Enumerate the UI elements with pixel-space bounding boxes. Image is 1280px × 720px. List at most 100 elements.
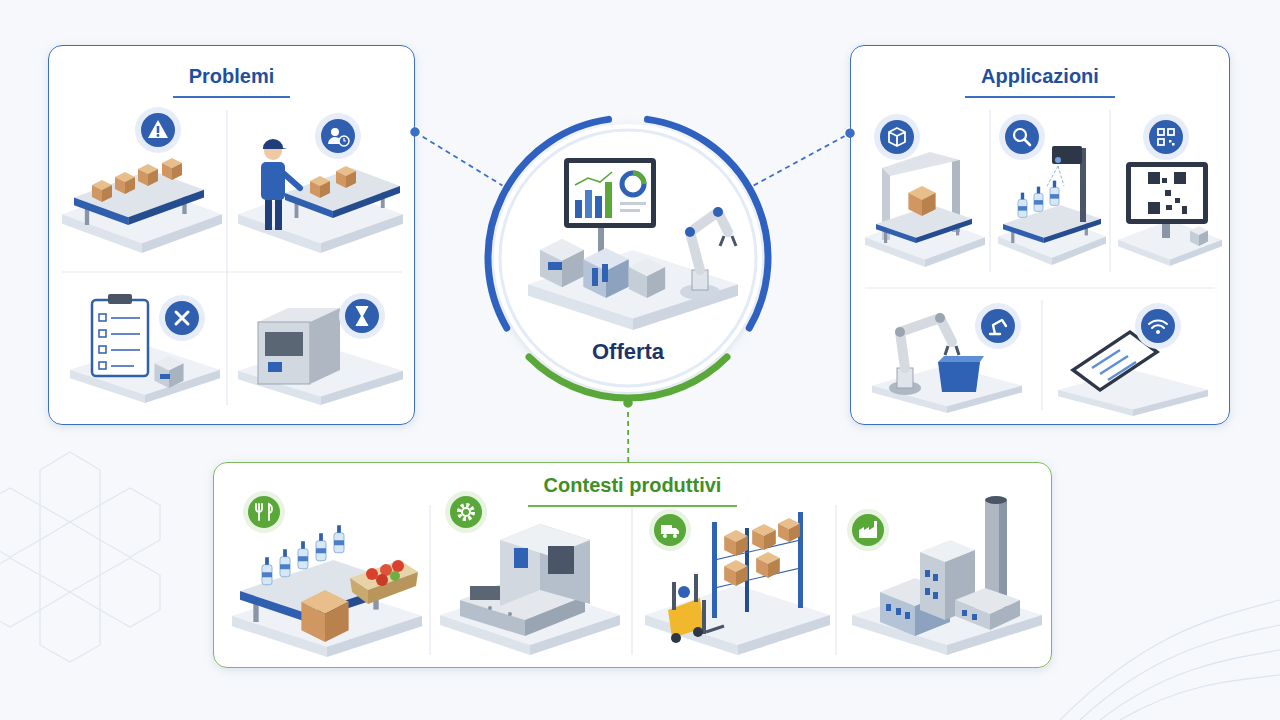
background-decor [1060, 600, 1280, 720]
offer-circle: Offerta [483, 113, 773, 403]
machining-context-illustration [450, 496, 482, 528]
application-code-reader-illustration [1126, 162, 1208, 224]
dashed-connector [627, 403, 629, 462]
problem-checklist-illustration [108, 294, 132, 304]
problem-checklist-illustration [159, 295, 205, 341]
food-context-illustration [334, 525, 344, 553]
cell-dividers [1041, 300, 1042, 410]
problem-checklist-illustration [99, 330, 106, 337]
problem-checklist-illustration [92, 300, 148, 376]
machining-context-illustration [525, 596, 585, 636]
panel-grounds [850, 45, 1230, 425]
industry-context-illustration [880, 592, 915, 636]
food-context-illustration [262, 557, 272, 585]
panel-title-row: Applicazioni [851, 64, 1229, 98]
application-code-reader-illustration [1158, 129, 1174, 145]
offer-illustration [595, 196, 602, 218]
application-mobile-illustration [1135, 303, 1181, 349]
application-vision-illustration [1052, 146, 1082, 164]
problem-machine-illustration [265, 332, 303, 356]
food-context-illustration [256, 504, 272, 520]
application-code-reader-illustration [1148, 202, 1160, 214]
application-code-reader-illustration [1190, 226, 1208, 246]
background-decor [1120, 675, 1280, 720]
problem-conveyor-illustration [157, 134, 160, 137]
application-vision-illustration [999, 114, 1045, 160]
food-context-illustration [366, 568, 378, 580]
machining-context-illustration [514, 548, 528, 568]
problem-conveyor-illustration [157, 126, 160, 133]
offer-illustration [585, 190, 592, 218]
cell-dividers [226, 110, 227, 405]
problem-checklist-illustration [111, 333, 140, 335]
problem-machine-illustration [310, 308, 340, 384]
problem-checklist-illustration [165, 301, 199, 335]
problem-worker-illustration [238, 113, 403, 253]
offer-illustration [540, 239, 584, 287]
industry-context-illustration [925, 570, 930, 577]
application-code-reader-illustration [1148, 172, 1187, 214]
application-code-reader-illustration [1148, 172, 1160, 184]
context-panel: Contesti produttivi [213, 462, 1052, 668]
machining-context-illustration [508, 612, 512, 616]
background-decor [100, 488, 160, 557]
offer-illustration [528, 158, 738, 330]
application-robot-illustration [981, 309, 1015, 343]
application-mobile-illustration [1135, 303, 1181, 349]
logistics-context-illustration [673, 534, 677, 538]
logistics-context-illustration [724, 530, 748, 556]
logistics-context-illustration [678, 586, 690, 598]
problem-worker-illustration [339, 136, 349, 146]
machining-context-illustration [470, 586, 500, 600]
problem-machine-illustration [258, 322, 310, 384]
industry-context-illustration [847, 509, 889, 551]
application-code-reader-illustration [1131, 167, 1203, 219]
application-code-reader-illustration [1149, 120, 1183, 154]
application-scanner-illustration [874, 114, 920, 160]
problem-checklist-illustration [154, 356, 183, 388]
industry-context-illustration [852, 514, 884, 546]
machining-context-illustration [488, 606, 492, 610]
food-context-illustration [243, 491, 285, 533]
logistics-context-illustration [663, 534, 667, 538]
logistics-context-illustration [693, 627, 703, 637]
application-mobile-illustration [1149, 320, 1167, 328]
problem-checklist-illustration [99, 346, 106, 353]
problem-worker-illustration [344, 138, 346, 141]
problem-worker-illustration [310, 176, 330, 198]
offer-illustration [575, 172, 612, 185]
problem-checklist-illustration [111, 365, 134, 367]
background-decor [40, 592, 100, 662]
application-code-reader-illustration [1162, 222, 1170, 238]
problem-checklist-illustration [160, 374, 170, 379]
application-code-reader-illustration [1162, 178, 1167, 183]
problem-checklist-illustration [111, 349, 140, 351]
application-code-reader-illustration [1175, 198, 1180, 203]
background-decor [0, 558, 40, 627]
food-context-illustration [280, 549, 290, 577]
cell-dividers [989, 110, 990, 272]
logistics-context-illustration [706, 626, 724, 632]
logistics-context-illustration [672, 582, 676, 610]
problem-panel: Problemi [48, 45, 415, 425]
problem-checklist-illustration [99, 314, 106, 321]
industry-context-illustration [985, 496, 1007, 504]
problem-worker-illustration [321, 119, 355, 153]
cell-dividers [429, 505, 430, 655]
problem-conveyor-illustration [62, 107, 222, 253]
problem-worker-illustration [331, 128, 339, 136]
application-code-reader-illustration [1118, 114, 1222, 266]
problem-worker-illustration [315, 113, 361, 159]
application-vision-illustration [999, 114, 1045, 160]
offer-illustration [575, 200, 582, 218]
logistics-context-illustration [778, 518, 800, 542]
industry-context-illustration [886, 604, 891, 611]
background-decor [100, 558, 160, 627]
offer-illustration [620, 209, 640, 212]
industry-context-illustration [972, 614, 977, 620]
cell-dividers [631, 505, 632, 655]
application-vision-illustration [1050, 181, 1059, 206]
background-decor [0, 488, 40, 557]
problem-worker-illustration [261, 162, 285, 200]
application-robot-illustration [945, 346, 959, 355]
